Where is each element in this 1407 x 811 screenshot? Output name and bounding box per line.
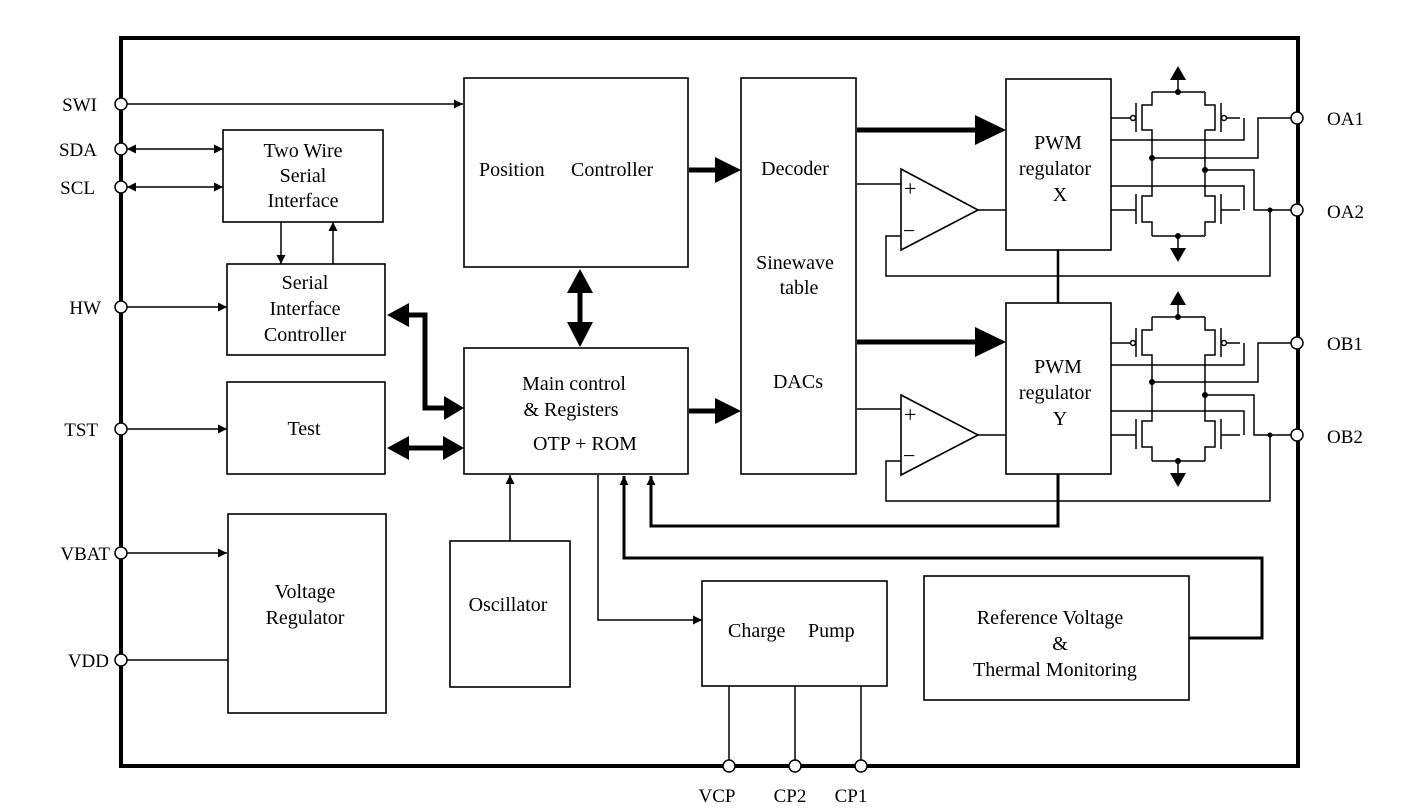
- cp1-pin: [854, 759, 868, 773]
- pwm-x-label-3: X: [1053, 184, 1068, 206]
- main-ctrl-label-2: & Registers: [524, 399, 619, 421]
- ob1-pin-label: OB1: [1327, 334, 1363, 355]
- reference-voltage-thermal-block: [923, 575, 1190, 701]
- pwm-regulator-y-block: [1005, 302, 1112, 475]
- vbat-pin: [114, 546, 128, 560]
- oa1-pin-label: OA1: [1327, 109, 1364, 130]
- main-dac-arrowhead: [715, 398, 741, 424]
- opamp-x-plus: +: [904, 176, 916, 201]
- decoder-label: Decoder: [761, 158, 829, 180]
- charge-pump-label-1: Charge: [728, 620, 786, 642]
- oscillator-block: [449, 540, 571, 688]
- charge-pump-label-2: Pump: [808, 620, 855, 642]
- voltage-reg-label-2: Regulator: [266, 607, 345, 629]
- cp1-pin-label: CP1: [835, 786, 868, 807]
- tst-pin-label: TST: [64, 420, 98, 441]
- oa2-pin-label: OA2: [1327, 202, 1364, 223]
- oa2-pin: [1290, 203, 1304, 217]
- swi-pin: [114, 97, 128, 111]
- vcp-pin: [722, 759, 736, 773]
- ref-voltage-label-2: &: [1052, 633, 1068, 655]
- pwm-x-bus-arrowhead: [975, 115, 1006, 145]
- dac-column-block: [740, 77, 857, 475]
- vbat-pin-label: VBAT: [60, 544, 110, 565]
- opamp-y-minus: −: [903, 443, 915, 468]
- opamp-y-plus: +: [904, 402, 916, 427]
- main-ctrl-label-1: Main control: [522, 373, 626, 395]
- serial-interface-controller-block: [226, 263, 386, 356]
- test-bus-arrowhead-right: [443, 436, 464, 460]
- vcp-pin-label: VCP: [699, 786, 736, 807]
- pos-bus-arrowhead-up: [567, 269, 593, 293]
- sda-pin: [114, 142, 128, 156]
- two-wire-label-1: Two Wire: [263, 140, 342, 162]
- pwm-x-label-1: PWM: [1034, 132, 1082, 154]
- opamp-y: + −: [900, 393, 980, 477]
- chip-outline: [119, 36, 1300, 768]
- pos-bus-arrowhead-down: [567, 322, 593, 347]
- oa1-pin: [1290, 111, 1304, 125]
- pwm-to-main-feedback: [646, 474, 1060, 528]
- serial-ctrl-label-2: Interface: [269, 298, 340, 320]
- two-wire-label-3: Interface: [267, 190, 338, 212]
- two-wire-label-2: Serial: [280, 165, 327, 187]
- main-to-charge-pump-wire: [597, 475, 702, 625]
- sinewave-label: Sinewave: [756, 252, 834, 274]
- position-controller-block: [463, 77, 689, 268]
- cp2-pin: [788, 759, 802, 773]
- two-wire-serial-interface-block: [222, 129, 384, 223]
- voltage-reg-label-1: Voltage: [275, 581, 336, 603]
- position-ctrl-label-2: Controller: [571, 159, 654, 181]
- position-ctrl-label-1: Position: [479, 159, 545, 181]
- vdd-pin: [114, 653, 128, 667]
- tst-pin: [114, 422, 128, 436]
- ref-voltage-label-1: Reference Voltage: [977, 607, 1124, 629]
- sda-pin-label: SDA: [59, 140, 97, 161]
- pwm-y-label-3: Y: [1053, 408, 1067, 430]
- vdd-pin-label: VDD: [68, 651, 109, 672]
- opamp-y-feedback: [885, 435, 1271, 502]
- ob1-pin: [1290, 336, 1304, 350]
- ref-to-main-feedback: [619, 476, 1264, 640]
- pwm-regulator-x-block: [1005, 78, 1112, 251]
- serial-ctrl-label-3: Controller: [264, 324, 347, 346]
- hw-pin-label: HW: [69, 298, 101, 319]
- main-ctrl-label-3: OTP + ROM: [533, 433, 637, 455]
- test-label: Test: [287, 418, 320, 440]
- serial-ctrl-label-1: Serial: [282, 272, 329, 294]
- table-label: table: [780, 277, 819, 299]
- pwm-y-bus-arrowhead: [975, 327, 1006, 357]
- cp2-pin-label: CP2: [774, 786, 807, 807]
- dacs-label: DACs: [773, 371, 823, 393]
- main-control-registers-block: [463, 347, 689, 475]
- opamp-x: + −: [900, 167, 980, 252]
- scl-pin-label: SCL: [60, 178, 95, 199]
- test-bus-arrowhead-left: [387, 436, 409, 460]
- pwm-y-label-1: PWM: [1034, 356, 1082, 378]
- main-bus-arrowhead-upper: [444, 396, 464, 420]
- h-bridge-x: [1111, 66, 1292, 262]
- oscillator-label: Oscillator: [469, 594, 548, 616]
- swi-pin-label: SWI: [62, 95, 97, 116]
- ref-voltage-label-3: Thermal Monitoring: [973, 659, 1137, 681]
- sic-bus-arrowhead: [387, 303, 409, 327]
- opamp-x-feedback: [885, 210, 1271, 277]
- ob2-pin: [1290, 428, 1304, 442]
- opamp-x-minus: −: [903, 218, 915, 243]
- ob2-pin-label: OB2: [1327, 427, 1363, 448]
- pos-decoder-arrowhead: [715, 157, 741, 183]
- sic-main-bus: [409, 312, 446, 411]
- scl-pin: [114, 180, 128, 194]
- voltage-regulator-block: [227, 513, 387, 714]
- pwm-x-label-2: regulator: [1019, 158, 1092, 180]
- pwm-y-label-2: regulator: [1019, 382, 1092, 404]
- test-block: [226, 381, 386, 475]
- hw-pin: [114, 300, 128, 314]
- h-bridge-y: [1111, 291, 1292, 487]
